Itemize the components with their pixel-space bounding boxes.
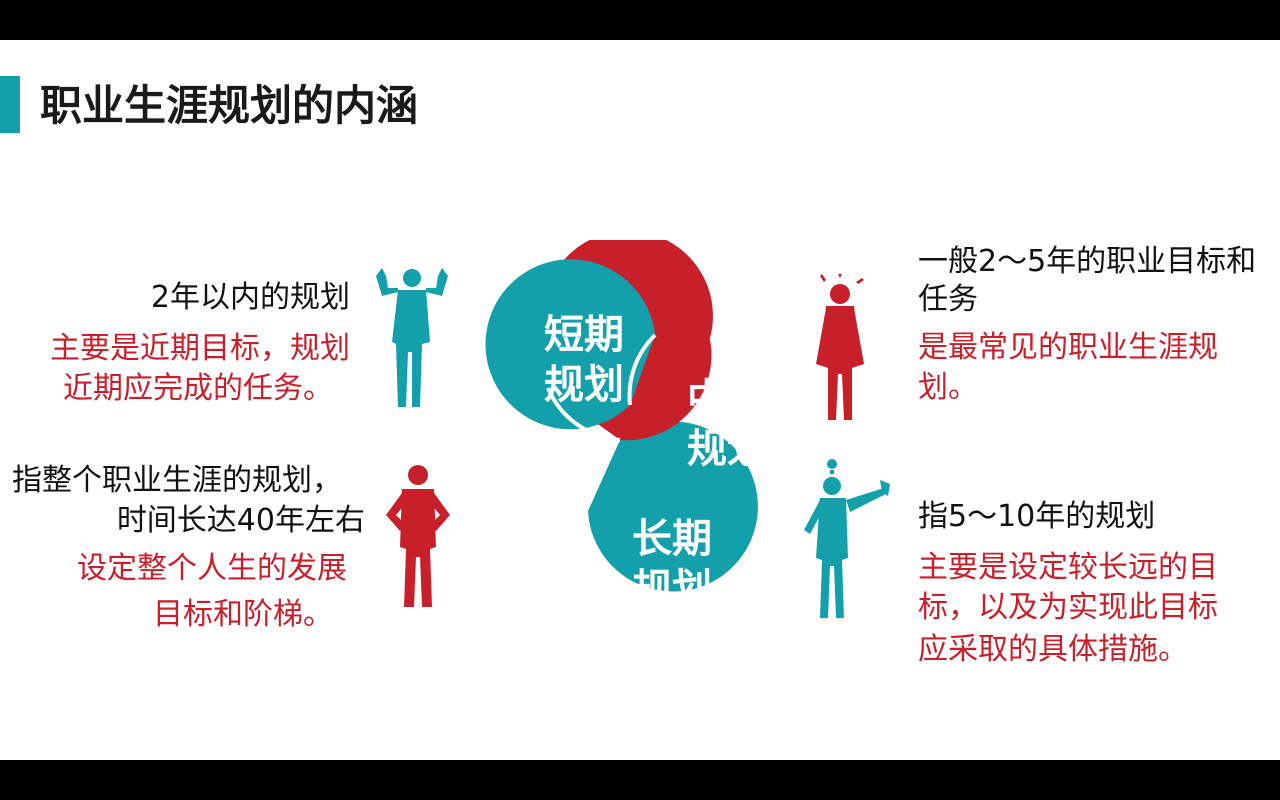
petal-divider bbox=[546, 387, 621, 442]
mid-term-heading-line2: 任务 bbox=[918, 282, 978, 317]
petal-divider bbox=[627, 333, 657, 406]
short-term-heading: 2年以内的规划 bbox=[150, 280, 350, 315]
mid-term-desc-line1: 是最常见的职业生涯规 bbox=[918, 330, 1218, 365]
petal-short-term-label-line1: 短期 bbox=[544, 312, 624, 358]
slide-title: 职业生涯规划的内涵 bbox=[40, 81, 419, 130]
petal-mid-term-label-line2: 规划 bbox=[687, 426, 767, 472]
mid-term-desc-line2: 划。 bbox=[918, 370, 978, 405]
life-desc-line1: 设定整个人生的发展 bbox=[77, 551, 347, 586]
life-heading-line1: 指整个职业生涯的规划， bbox=[12, 463, 342, 498]
long-term-desc-line1: 主要是设定较长远的目 bbox=[918, 550, 1218, 585]
long-term-heading: 指5～10年的规划 bbox=[918, 499, 1156, 534]
petal-short-term bbox=[485, 259, 655, 430]
mid-term-heading-line1: 一般2～5年的职业目标和 bbox=[918, 244, 1257, 279]
petal-long-term-label-line2: 规划 bbox=[632, 566, 712, 610]
short-term-desc-line1: 主要是近期目标，规划 bbox=[50, 331, 350, 366]
planning-petal-diagram: 短期 规划 中期 规划 人生 规划 长期 规划 bbox=[485, 240, 767, 610]
short-term-desc-line2: 近期应完成的任务。 bbox=[63, 371, 333, 406]
long-term-desc-line2: 标，以及为实现此目标 bbox=[918, 590, 1218, 625]
slide: 职业生涯规划的内涵 2年以内的规划 主要是近期目标，规划 近期应完成的任务。 指… bbox=[0, 40, 1280, 760]
life-heading-line2: 时间长达40年左右 bbox=[116, 503, 365, 538]
person-flexing-icon bbox=[376, 268, 448, 407]
title-accent-bar bbox=[0, 76, 20, 133]
petal-long-term-label-line1: 长期 bbox=[632, 516, 712, 562]
long-term-desc-line3: 应采取的具体措施。 bbox=[918, 632, 1188, 667]
petal-life-label-line1: 人生 bbox=[492, 468, 572, 514]
life-desc-line2: 目标和阶梯。 bbox=[153, 597, 333, 632]
petal-short-term-label-line2: 规划 bbox=[544, 362, 624, 408]
petal-mid-term-label-line1: 中期 bbox=[687, 376, 767, 422]
person-idea-icon bbox=[804, 459, 890, 618]
petal-life-label-line2: 规划 bbox=[492, 518, 572, 564]
person-stressed-icon bbox=[816, 274, 864, 420]
petal-long-term bbox=[588, 421, 758, 592]
person-hands-on-hips-icon bbox=[386, 465, 450, 607]
